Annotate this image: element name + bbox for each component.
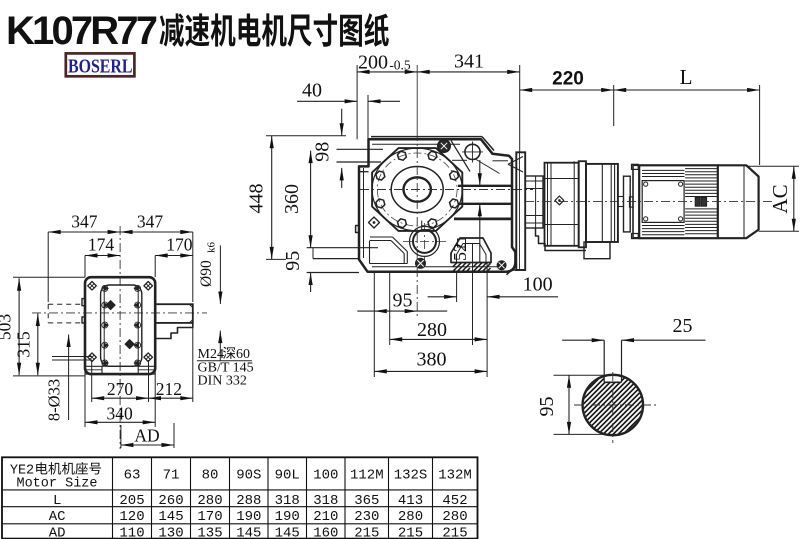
svg-text:145: 145 [236, 525, 261, 539]
svg-text:60: 60 [236, 347, 250, 362]
svg-text:448: 448 [246, 184, 268, 214]
svg-text:145: 145 [275, 525, 300, 539]
svg-text:318: 318 [275, 493, 300, 509]
svg-text:95: 95 [536, 397, 558, 417]
svg-text:71: 71 [163, 468, 180, 484]
svg-text:190: 190 [236, 509, 261, 525]
svg-text:280: 280 [398, 509, 423, 525]
svg-text:360: 360 [281, 184, 303, 214]
svg-text:90L: 90L [275, 468, 300, 484]
svg-text:63: 63 [124, 468, 141, 484]
svg-text:200: 200 [358, 52, 388, 74]
svg-text:AD: AD [49, 525, 66, 539]
svg-text:YE2: YE2 [10, 464, 34, 479]
svg-text:341: 341 [454, 51, 484, 73]
svg-text:170: 170 [166, 235, 193, 255]
svg-text:120: 120 [119, 509, 144, 525]
svg-text:k6: k6 [206, 242, 218, 254]
svg-text:Motor Size: Motor Size [16, 477, 97, 492]
svg-text:-0.5: -0.5 [389, 58, 411, 73]
svg-text:90S: 90S [236, 468, 261, 484]
svg-text:DIN 332: DIN 332 [198, 374, 247, 389]
svg-text:M24: M24 [198, 347, 224, 362]
svg-text:347: 347 [137, 212, 164, 232]
svg-text:230: 230 [354, 509, 379, 525]
svg-text:220: 220 [552, 69, 584, 90]
svg-text:315: 315 [14, 331, 34, 358]
svg-text:280: 280 [442, 509, 467, 525]
svg-text:100: 100 [313, 468, 338, 484]
svg-text:205: 205 [119, 493, 144, 509]
svg-text:280: 280 [417, 319, 447, 341]
svg-text:130: 130 [158, 525, 183, 539]
svg-text:347: 347 [71, 212, 98, 232]
svg-text:452: 452 [442, 493, 467, 509]
svg-text:212: 212 [156, 379, 182, 399]
svg-text:215: 215 [442, 525, 467, 539]
svg-text:215: 215 [398, 525, 423, 539]
svg-text:215: 215 [354, 525, 379, 539]
svg-text:80: 80 [202, 468, 219, 484]
svg-text:25: 25 [673, 315, 693, 337]
svg-text:318: 318 [313, 493, 338, 509]
svg-text:AC: AC [49, 509, 66, 525]
svg-text:52: 52 [450, 243, 470, 261]
svg-text:98: 98 [312, 142, 334, 162]
svg-text:112M: 112M [350, 468, 384, 484]
svg-text:270: 270 [107, 379, 134, 399]
svg-text:365: 365 [354, 493, 379, 509]
svg-text:95: 95 [393, 290, 413, 312]
svg-text:L: L [680, 65, 693, 89]
svg-text:174: 174 [88, 235, 115, 255]
svg-text:135: 135 [197, 525, 222, 539]
svg-text:160: 160 [313, 525, 338, 539]
svg-text:380: 380 [417, 348, 447, 370]
svg-text:95: 95 [282, 251, 304, 271]
svg-text:260: 260 [158, 493, 183, 509]
svg-text:L: L [53, 493, 61, 509]
svg-text:413: 413 [398, 493, 423, 509]
svg-text:AD: AD [134, 426, 159, 446]
svg-text:145: 145 [158, 509, 183, 525]
svg-text:288: 288 [236, 493, 261, 509]
svg-text:132S: 132S [394, 468, 428, 484]
svg-text:100: 100 [523, 274, 553, 296]
svg-text:110: 110 [119, 525, 144, 539]
svg-text:210: 210 [313, 509, 338, 525]
svg-text:GB/T 145: GB/T 145 [198, 361, 254, 376]
svg-text:190: 190 [275, 509, 300, 525]
svg-text:40: 40 [302, 80, 322, 102]
svg-text:340: 340 [106, 404, 133, 424]
svg-text:AC: AC [768, 184, 792, 213]
svg-text:K107R77: K107R77 [6, 9, 158, 53]
svg-text:8-Ø33: 8-Ø33 [45, 379, 64, 421]
svg-text:280: 280 [197, 493, 222, 509]
svg-text:BOSERL: BOSERL [68, 55, 133, 77]
svg-text:132M: 132M [438, 468, 472, 484]
svg-text:170: 170 [197, 509, 222, 525]
svg-text:Ø90: Ø90 [198, 260, 215, 287]
svg-text:503: 503 [0, 314, 15, 341]
